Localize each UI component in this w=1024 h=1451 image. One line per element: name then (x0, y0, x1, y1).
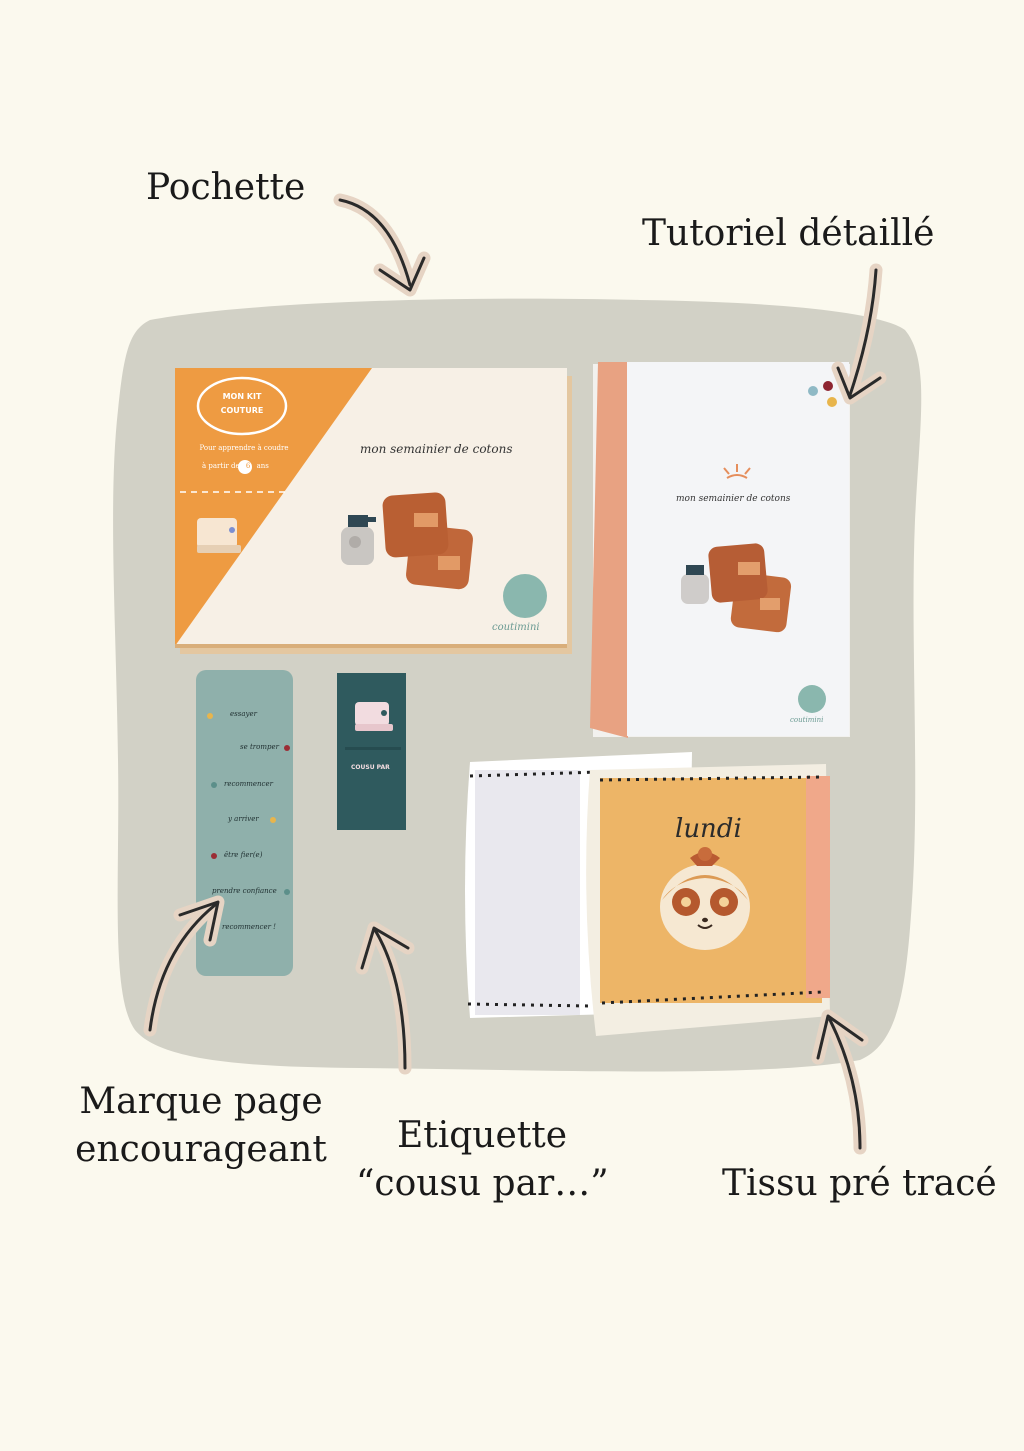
bookmark-word-6: prendre confiance (212, 887, 277, 895)
pochette-title: mon semainier de cotons (360, 442, 513, 456)
age-value: 6 (245, 462, 251, 470)
cousu-par-label (337, 673, 406, 830)
sewing-machine-icon (197, 518, 241, 553)
bookmark-word-7: recommencer ! (222, 923, 276, 931)
booklet-brand: coutimini (790, 716, 824, 724)
sewn-label-text: COUSU PAR (351, 764, 390, 771)
pochette-brand: coutimini (492, 622, 540, 633)
booklet-logo-icon (798, 685, 826, 713)
label-tissu: Tissu pré tracé (722, 1163, 997, 1204)
label-sewing-machine-icon (355, 702, 393, 731)
tutoriel-booklet (590, 362, 850, 738)
fabric-day-text: lundi (675, 814, 742, 844)
label-marque-page-line2: encourageant (75, 1129, 327, 1170)
arrow-tutoriel-icon (831, 263, 887, 405)
pochette-card (175, 368, 572, 654)
booklet-pads-illustration (681, 543, 792, 633)
dot-yellow (827, 397, 837, 407)
label-marque-page-line1: Marque page (79, 1081, 323, 1122)
pochette-badge-line1: MON KIT (222, 392, 262, 401)
bookmark-word-2: se tromper (240, 743, 279, 751)
bookmark-word-1: essayer (230, 710, 257, 718)
booklet-title: mon semainier de cotons (676, 494, 791, 504)
bookmark-word-4: y arriver (228, 815, 259, 823)
spray-bottle-illustration (341, 515, 376, 565)
label-marque-page: Marque page encourageant (68, 1078, 334, 1174)
coutimini-logo-icon (503, 574, 547, 618)
label-pochette: Pochette (146, 167, 306, 208)
arrow-tissu-icon (811, 1009, 869, 1155)
label-etiquette-line1: Etiquette (396, 1115, 568, 1156)
cotton-pads-illustration (382, 492, 473, 590)
arrow-etiquette-icon (355, 921, 415, 1075)
sparkle-icon (723, 464, 751, 479)
bookmark-word-5: être fier(e) (224, 851, 263, 859)
kit-badge (196, 376, 288, 436)
pochette-subtitle-line2: à partir de 6 ans (202, 462, 269, 470)
label-tutoriel: Tutoriel détaillé (642, 213, 935, 254)
arrow-pochette-icon (333, 193, 431, 297)
age-prefix: à partir de (202, 462, 240, 470)
sloth-face-illustration (660, 847, 750, 950)
pochette-subtitle-line1: Pour apprendre à coudre (199, 444, 289, 452)
dot-red (823, 381, 833, 391)
age-suffix: ans (256, 462, 269, 470)
label-etiquette-line2: “cousu par…” (356, 1163, 609, 1204)
pochette-badge-line2: COUTURE (220, 406, 264, 415)
label-etiquette: Etiquette “cousu par…” (356, 1112, 609, 1208)
fabric-roll (465, 752, 830, 1036)
arrow-marque-page-icon (143, 895, 225, 1037)
bookmark-word-3: recommencer (224, 780, 273, 788)
dot-teal (808, 386, 818, 396)
